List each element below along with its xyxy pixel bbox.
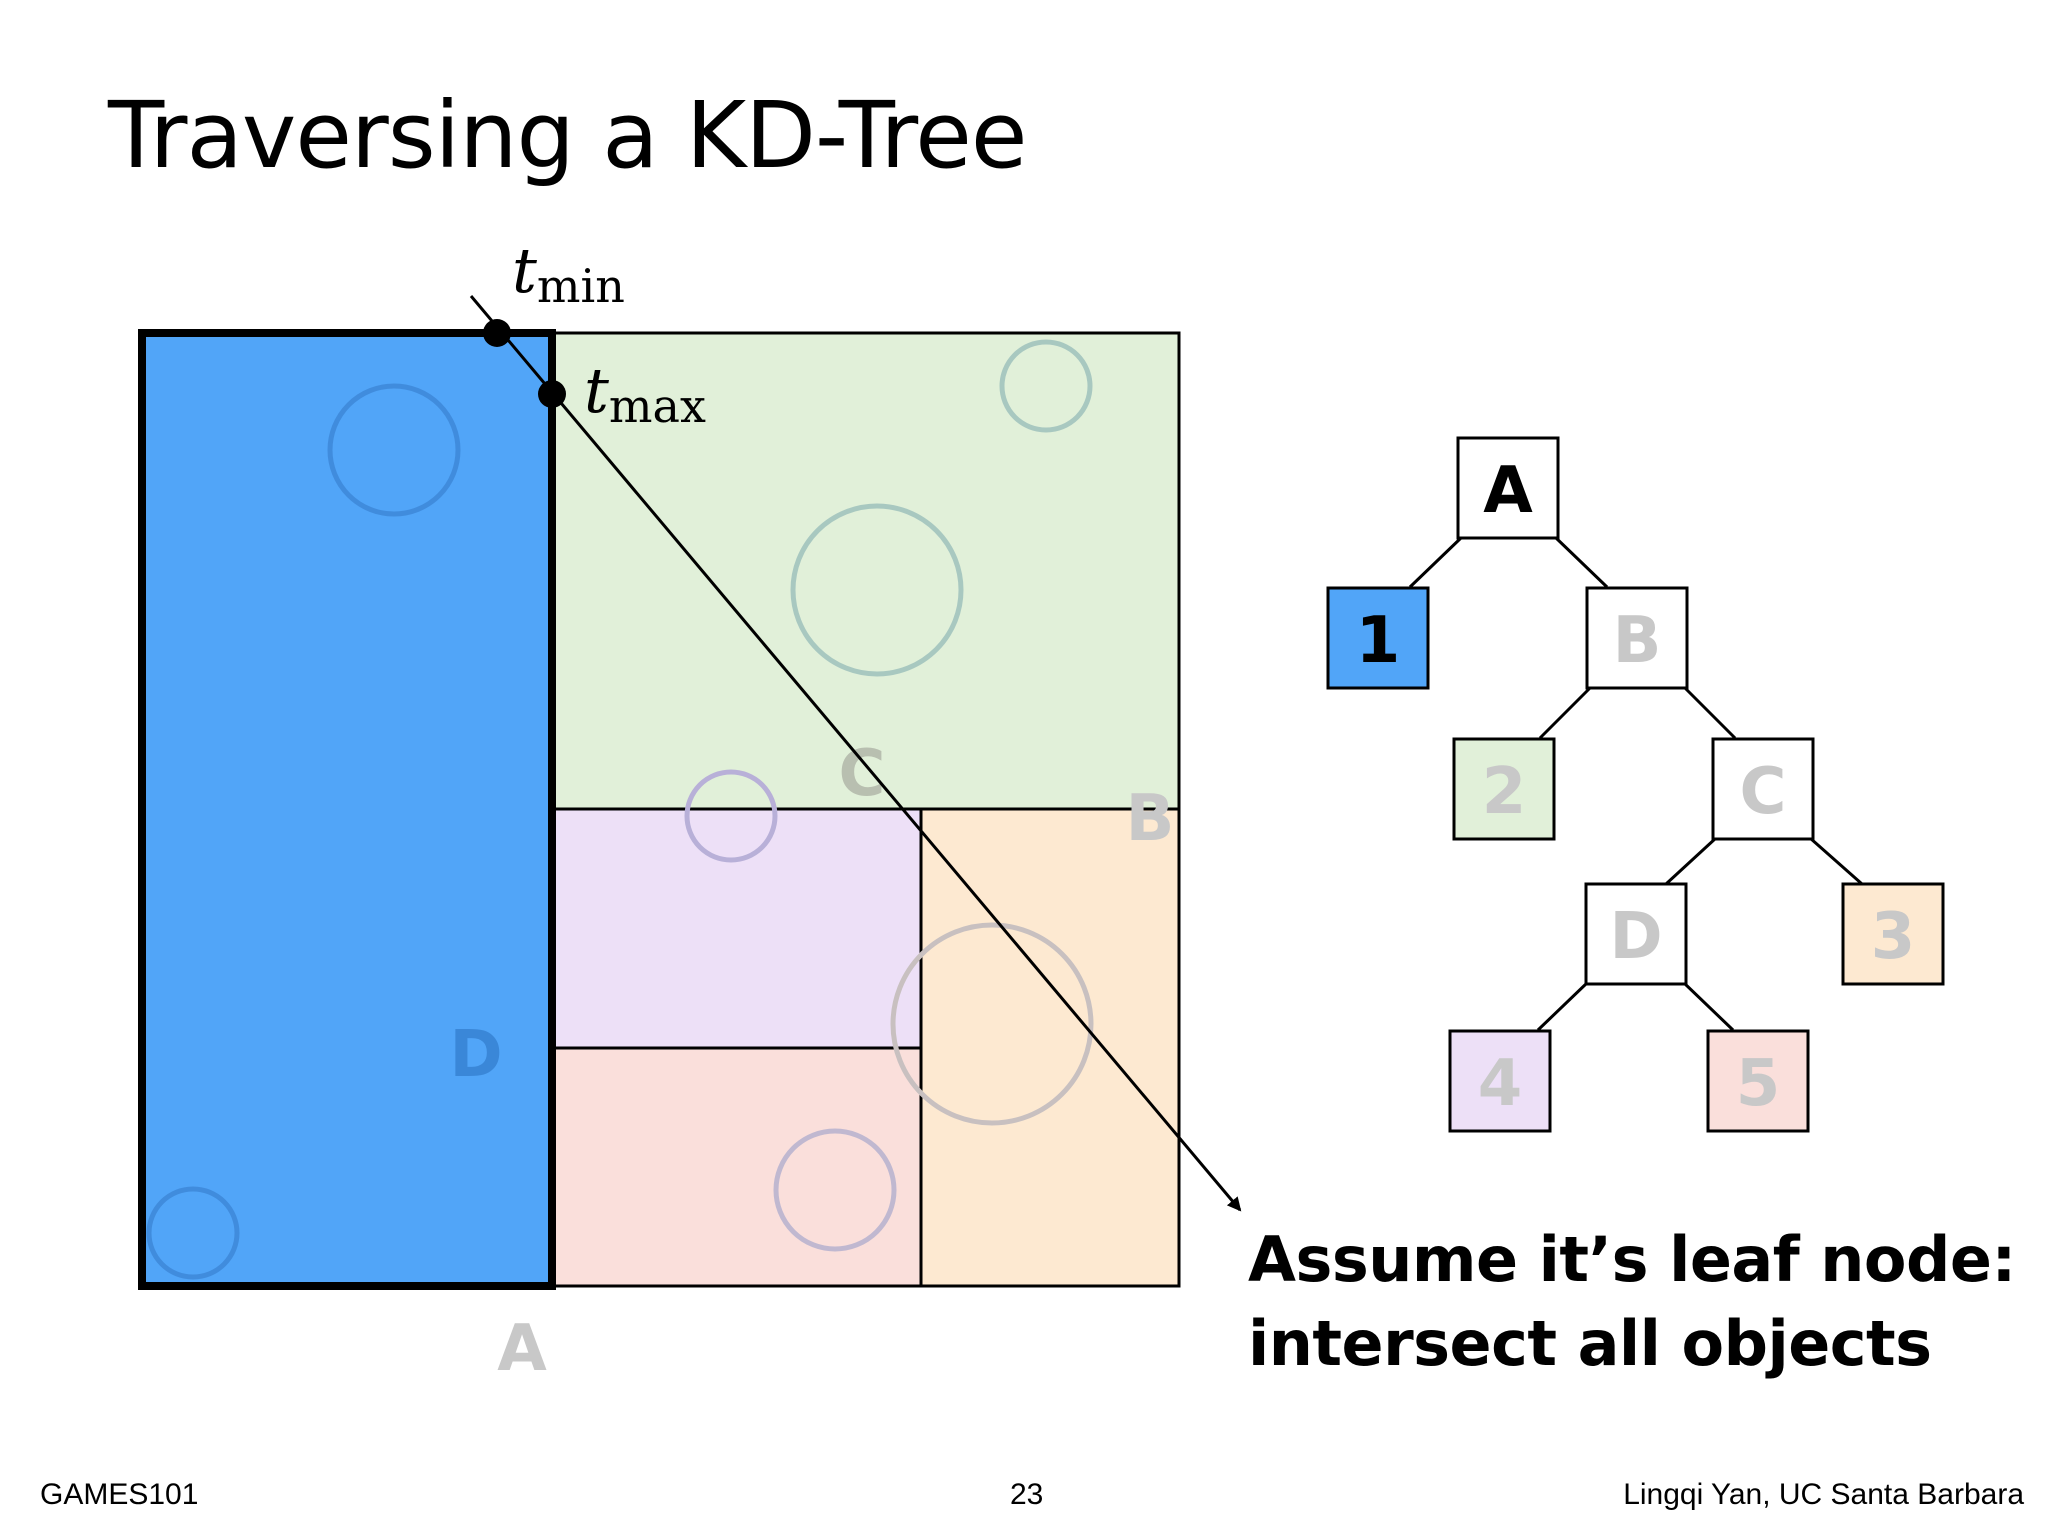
region-label-A: A	[497, 1312, 547, 1386]
tree-edge	[1553, 535, 1609, 589]
t-max-label: tmax	[584, 354, 706, 433]
tree-node-D-label: D	[1609, 900, 1662, 974]
tree-edge	[1809, 836, 1863, 886]
tree-node-A	[1456, 436, 1560, 540]
tree-edge	[1538, 685, 1593, 740]
tree-node-B	[1585, 586, 1689, 690]
tree-leaf-2	[1452, 737, 1556, 841]
object-circle	[790, 503, 964, 677]
tree-leaf-2-label: 2	[1482, 755, 1527, 829]
footer-page-number: 23	[1010, 1478, 1044, 1511]
t-min-point	[483, 319, 511, 347]
tree-leaf-4	[1448, 1029, 1552, 1133]
tree-node-A-label: A	[1483, 454, 1533, 528]
tree-node-B-label: B	[1613, 604, 1662, 678]
tree-edge	[1408, 535, 1464, 589]
object-circle	[146, 1186, 240, 1280]
footer-course: GAMES101	[40, 1478, 199, 1511]
tree-edge	[1664, 836, 1718, 886]
object-circle	[890, 922, 1094, 1126]
tree-edge	[1682, 685, 1737, 740]
tree-node-C	[1711, 737, 1815, 841]
region-leaf-5-pink	[550, 1046, 923, 1288]
tree-leaf-3	[1841, 882, 1945, 986]
region-leaf-2-green	[550, 331, 1181, 811]
tree-leaf-1	[1326, 586, 1430, 690]
slide-title: Traversing a KD-Tree	[108, 82, 1027, 189]
leaf-node-note: Assume it’s leaf node: intersect all obj…	[1248, 1218, 2016, 1386]
region-leaf-4-purple	[550, 807, 923, 1050]
t-min-label: tmin	[512, 234, 625, 313]
tree-leaf-5-label: 5	[1736, 1047, 1781, 1121]
region-label-D: D	[449, 1018, 502, 1092]
kd-tree: A 1 B 2 C D 3 4 5	[1326, 436, 1945, 1133]
tree-leaf-4-label: 4	[1478, 1047, 1523, 1121]
spatial-partition: A B C D tmin tmax	[138, 234, 1242, 1386]
tree-edge	[1536, 980, 1590, 1032]
object-circle	[999, 339, 1093, 433]
object-circle	[684, 769, 778, 863]
tree-leaf-3-label: 3	[1871, 900, 1916, 974]
object-circle	[773, 1128, 897, 1252]
region-label-C: C	[839, 737, 886, 811]
ray-arrow	[469, 295, 1242, 1212]
region-leaf-1-blue	[138, 329, 556, 1290]
tree-node-D	[1584, 882, 1688, 986]
tree-edge	[1681, 980, 1735, 1032]
tree-leaf-5	[1706, 1029, 1810, 1133]
region-leaf-3-orange	[919, 807, 1181, 1288]
tree-node-C-label: C	[1740, 755, 1787, 829]
t-max-point	[538, 380, 566, 408]
note-line-1: Assume it’s leaf node:	[1248, 1223, 2016, 1296]
footer-author: Lingqi Yan, UC Santa Barbara	[1623, 1478, 2024, 1511]
note-line-2: intersect all objects	[1248, 1307, 1932, 1380]
object-circle	[327, 383, 461, 517]
tree-leaf-1-label: 1	[1356, 604, 1401, 678]
region-label-B: B	[1126, 782, 1175, 856]
